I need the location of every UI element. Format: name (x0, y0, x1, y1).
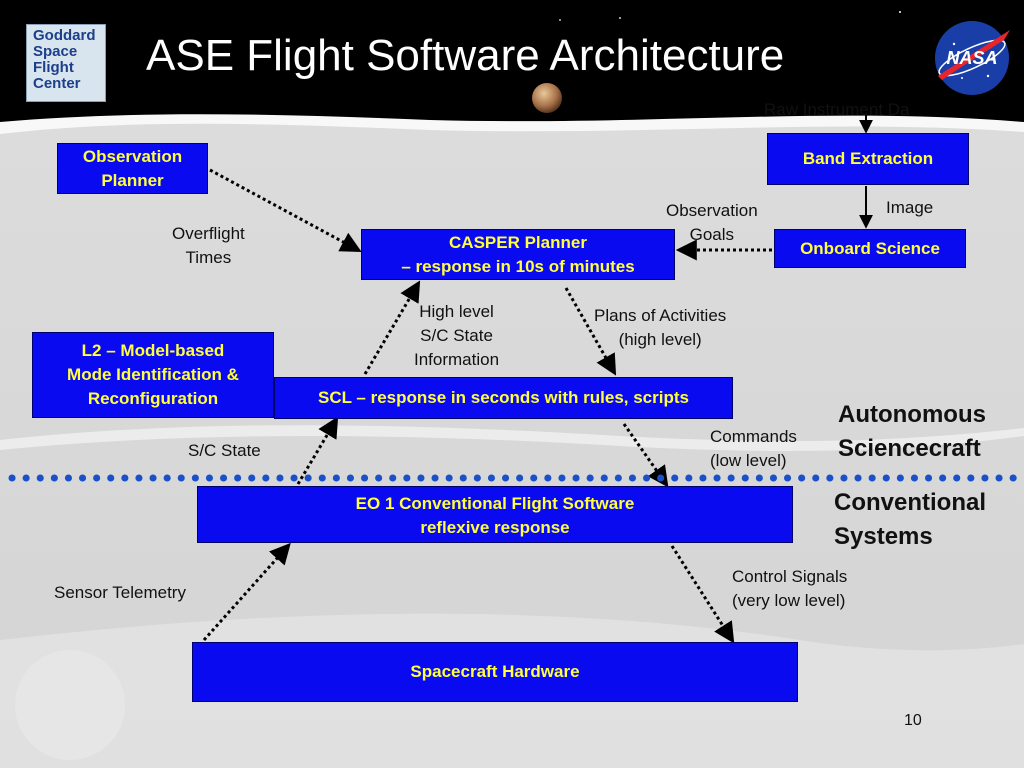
slide-title: ASE Flight Software Architecture (146, 31, 785, 80)
commands-label: Commands (low level) (710, 427, 797, 470)
arrow-casper-to-scl (564, 287, 617, 376)
raw-instrument-data-label: Raw Instrument Da (764, 100, 910, 119)
image-label: Image (886, 198, 934, 217)
arrow-eo1-to-scl (296, 416, 339, 485)
high-level-state-label: High level S/C State Information (414, 302, 500, 369)
arrow-scl-to-eo1 (622, 423, 669, 488)
scl-box: SCL – response in seconds with rules, sc… (274, 377, 733, 419)
arrow-hw-to-eo1 (202, 542, 291, 641)
overflight-times-label: Overflight Times (172, 224, 245, 267)
observation-goals-label: Observation Goals (666, 201, 758, 244)
spacecraft-hardware-box: Spacecraft Hardware (192, 642, 798, 702)
sc-state-label: S/C State (188, 441, 261, 460)
arrow-planner-to-casper (209, 168, 362, 252)
control-signals-label: Control Signals (very low level) (732, 567, 848, 610)
autonomous-sciencecraft-label: Autonomous Sciencecraft (838, 401, 986, 462)
page-number: 10 (904, 712, 922, 729)
sensor-telemetry-label: Sensor Telemetry (54, 583, 186, 602)
onboard-science-box: Onboard Science (774, 229, 966, 268)
nasa-logo-icon: NASA (935, 21, 1010, 95)
casper-planner-box: CASPER Planner– response in 10s of minut… (361, 229, 675, 280)
band-extraction-box: Band Extraction (767, 133, 969, 185)
goddard-logo: Goddard Space Flight Center (26, 24, 106, 102)
arrow-eo1-to-hw (670, 545, 735, 644)
conventional-systems-label: Conventional Systems (834, 489, 987, 550)
svg-text:NASA: NASA (946, 48, 997, 68)
plans-of-activities-label: Plans of Activities (high level) (594, 306, 727, 349)
arrow-scl-to-casper (363, 280, 421, 375)
